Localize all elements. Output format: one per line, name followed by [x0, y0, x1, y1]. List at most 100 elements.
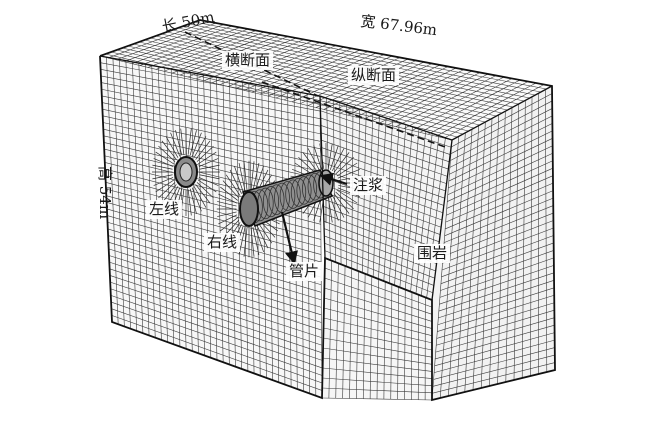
notch-edge-right [431, 139, 453, 301]
mesh-line [437, 287, 555, 326]
mesh-line [323, 307, 433, 337]
mesh-line [323, 327, 433, 351]
cross-section-line [184, 31, 319, 97]
mesh-line [102, 122, 321, 172]
mesh-line [450, 100, 553, 154]
radial-line [335, 191, 354, 209]
top-face [100, 20, 552, 140]
radial-line [199, 164, 220, 170]
mesh-line [323, 228, 436, 272]
radial-line [153, 158, 174, 167]
radial-line [222, 180, 240, 199]
radial-line [180, 128, 185, 155]
mesh-line [437, 294, 555, 332]
radial-line [336, 162, 358, 177]
radial-line [229, 169, 242, 194]
radial-line [199, 174, 220, 180]
mesh-line [110, 295, 322, 369]
radial-line [218, 214, 238, 225]
mesh-line [451, 93, 553, 148]
mesh-line [321, 147, 446, 192]
mesh-line [438, 272, 555, 312]
radial-line [198, 158, 219, 167]
radial-line [152, 174, 173, 180]
mesh-line [322, 176, 443, 221]
mesh-line [442, 212, 554, 257]
mesh-line [107, 221, 322, 286]
radial-line [250, 161, 255, 191]
radial-line [158, 145, 176, 162]
surrounding-rock-label: 围岩 [414, 244, 451, 263]
mesh-line [323, 337, 433, 358]
mesh-line [339, 64, 441, 114]
mesh-line [323, 61, 425, 110]
mesh-line [324, 267, 433, 308]
mesh-line [110, 281, 322, 353]
radial-line [198, 177, 219, 186]
mesh-line [321, 139, 447, 184]
radial-line [153, 177, 174, 186]
mesh-line [395, 75, 497, 127]
mesh-line [441, 235, 554, 278]
mesh-line [108, 248, 322, 316]
mesh-line [446, 167, 553, 216]
cross-section-label: 横断面 [222, 51, 274, 70]
radial-line [189, 130, 197, 156]
block-inner-edges [99, 55, 553, 141]
radial-line [313, 145, 323, 170]
height-label: 高 54m [96, 166, 114, 220]
mesh-line [123, 24, 225, 63]
radial-line [193, 186, 207, 208]
radial-line [329, 196, 339, 221]
right-tunnel-front [239, 191, 259, 227]
mesh-line [267, 51, 369, 97]
mesh-line [387, 73, 489, 125]
mesh-line [101, 82, 321, 127]
mesh-line [111, 301, 322, 376]
radial-line [254, 225, 264, 253]
left-line-label: 左线 [146, 200, 183, 219]
mesh-line [109, 275, 322, 346]
tunnel-ring [290, 177, 307, 207]
mesh-line [107, 228, 322, 293]
mesh-line [105, 182, 322, 240]
mesh-line [139, 27, 241, 66]
mesh-line [427, 81, 529, 135]
radial-line [187, 189, 192, 216]
radial-line [238, 226, 246, 256]
mesh-line [100, 75, 321, 119]
segment-label: 管片 [286, 262, 323, 281]
mesh-line [323, 347, 433, 365]
right-side-face [432, 86, 555, 400]
mesh-line [323, 206, 439, 250]
mesh-line [371, 70, 473, 122]
mesh-line [323, 198, 440, 243]
mesh-line [441, 227, 554, 271]
left-tunnel-inner [179, 162, 193, 182]
tunnel-ring [302, 174, 317, 203]
mesh-line [324, 235, 435, 279]
mesh-line [445, 182, 554, 230]
radial-line [197, 151, 217, 165]
mesh-line [432, 362, 555, 394]
radial-line [195, 140, 211, 160]
radial-line [333, 152, 350, 173]
radial-line [252, 226, 260, 256]
mesh-line [102, 108, 321, 157]
mesh-line [107, 21, 209, 59]
mesh-line [347, 66, 449, 116]
radial-line [191, 187, 202, 212]
mesh-line [436, 309, 555, 346]
mesh-line [432, 354, 555, 387]
mesh-line [108, 241, 322, 308]
mesh-line [321, 397, 433, 401]
mesh-line [103, 128, 321, 180]
mesh-line [444, 190, 554, 237]
radial-line [195, 184, 211, 204]
radial-line [155, 179, 175, 193]
mesh-line [322, 191, 441, 235]
radial-line [197, 179, 217, 193]
mesh-line [434, 339, 555, 373]
mesh-line [163, 31, 265, 72]
